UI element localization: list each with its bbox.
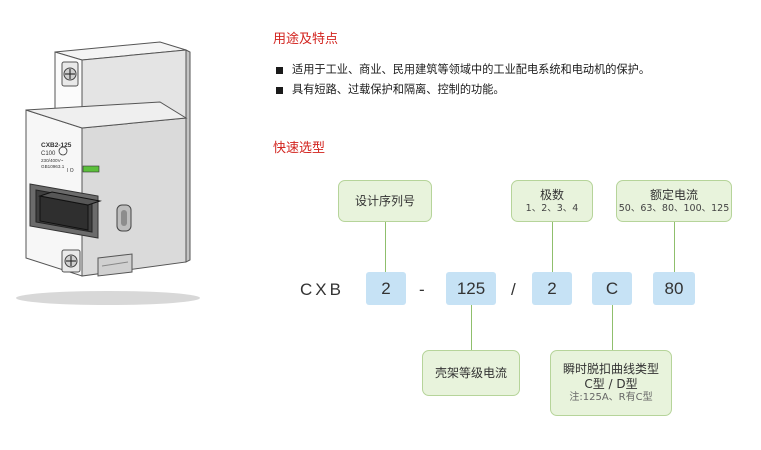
usage-bullet: 适用于工业、商业、民用建筑等领域中的工业配电系统和电动机的保护。 — [276, 60, 650, 80]
code-rated-current: 80 — [653, 272, 695, 305]
tag-rated-current: 额定电流 50、63、80、100、125 — [616, 180, 732, 222]
product-model-label: CXB2-125 — [41, 142, 72, 149]
connector-poles — [552, 222, 553, 272]
tag-curve-note: 注:125A、R有C型 — [569, 391, 653, 403]
code-curve: C — [592, 272, 632, 305]
product-voltage-label: 230/400V~ — [41, 158, 64, 163]
product-switch-marks: I O — [67, 168, 74, 174]
usage-bullet: 具有短路、过载保护和隔离、控制的功能。 — [276, 80, 650, 100]
usage-bullet-text: 适用于工业、商业、民用建筑等领域中的工业配电系统和电动机的保护。 — [292, 63, 651, 76]
bullet-square-icon — [276, 86, 283, 94]
tag-frame-current: 壳架等级电流 — [422, 350, 520, 396]
code-design-no: 2 — [366, 272, 406, 305]
product-image: CXB2-125 C100 230/400V~ GB10963.1 I O — [0, 0, 240, 450]
usage-bullet-list: 适用于工业、商业、民用建筑等领域中的工业配电系统和电动机的保护。 具有短路、过载… — [276, 60, 650, 100]
tag-trip-curve: 瞬时脱扣曲线类型 C型 / D型 注:125A、R有C型 — [550, 350, 672, 416]
tag-poles-values: 1、2、3、4 — [525, 202, 579, 214]
code-poles: 2 — [532, 272, 572, 305]
tag-curve-title: 瞬时脱扣曲线类型 — [562, 361, 659, 376]
connector-curve — [612, 305, 613, 350]
tag-rated-values: 50、63、80、100、125 — [618, 202, 730, 214]
usage-title: 用途及特点 — [273, 32, 339, 47]
tag-poles-title: 极数 — [539, 187, 564, 202]
shadow — [16, 291, 200, 305]
product-rating-label: C100 — [41, 151, 56, 157]
selection-title: 快速选型 — [273, 141, 326, 156]
bullet-square-icon — [276, 66, 283, 74]
usage-bullet-text: 具有短路、过载保护和隔离、控制的功能。 — [292, 83, 505, 96]
code-dash: - — [419, 280, 425, 299]
connector-design-no — [385, 222, 386, 272]
product-standard-label: GB10963.1 — [41, 164, 65, 169]
tag-frame-title: 壳架等级电流 — [434, 365, 507, 380]
tag-rated-title: 额定电流 — [649, 187, 698, 202]
breaker-illustration — [16, 41, 200, 305]
connector-rated — [674, 222, 675, 272]
tag-curve-types: C型 / D型 — [584, 376, 638, 391]
tag-design-no-title: 设计序列号 — [354, 193, 415, 208]
code-prefix: CXB — [300, 280, 344, 299]
code-slash: / — [511, 280, 516, 299]
code-frame-current: 125 — [446, 272, 496, 305]
tag-design-no: 设计序列号 — [338, 180, 432, 222]
tag-poles: 极数 1、2、3、4 — [511, 180, 593, 222]
connector-frame — [471, 305, 472, 350]
